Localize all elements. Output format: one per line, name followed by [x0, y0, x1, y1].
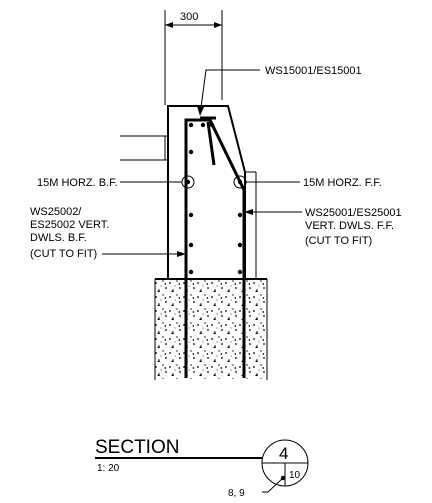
label-vert-ff-line: (CUT TO FIT)	[305, 235, 372, 247]
section-tag: SECTION 1: 20 4 10 8, 9	[95, 437, 309, 499]
rebar-dot	[188, 212, 194, 218]
rebar-dot	[188, 269, 194, 275]
section-title: SECTION	[95, 437, 179, 458]
reference-sheets: 8, 9	[228, 488, 245, 499]
leader-vert-ff-arrow	[244, 209, 253, 215]
rebar-dot	[200, 122, 206, 128]
rebar-dot	[209, 122, 215, 128]
top-hook	[206, 121, 216, 166]
horizontal-bar-ff-core	[237, 179, 243, 185]
label-vert-ff-line: VERT. DWLS. F.F.	[305, 220, 394, 232]
dimension-arrow-left	[165, 22, 173, 28]
horizontal-bar-bf-core	[185, 179, 191, 185]
rebar-dot	[237, 242, 243, 248]
label-top-right: WS15001/ES15001	[265, 65, 362, 77]
label-vert-ff-line: WS25001/ES25001	[305, 207, 402, 219]
dimension-group: 300	[164, 10, 223, 105]
labels: WS15001/ES15001 15M HORZ. B.F. 15M HORZ.…	[30, 65, 402, 260]
section-number: 4	[279, 444, 288, 463]
label-vert-bf-line: WS25002/	[30, 206, 82, 218]
label-horz-ff: 15M HORZ. F.F.	[303, 177, 382, 189]
label-vert-bf-line: ES25002 VERT.	[30, 219, 109, 231]
dimension-arrow-right	[214, 22, 222, 28]
section-sheet: 10	[289, 470, 301, 481]
rebar-dot	[237, 212, 243, 218]
label-vert-bf-line: DWLS. B.F.	[30, 232, 87, 244]
footing-concrete	[155, 279, 267, 379]
label-vert-bf-line: (CUT TO FIT)	[30, 248, 97, 260]
leader-top	[199, 69, 260, 116]
wall-outline	[120, 105, 257, 278]
reference-leader	[262, 477, 284, 493]
leaders	[102, 69, 302, 257]
rebar-dot	[188, 122, 194, 128]
rebar-dot	[188, 149, 194, 155]
section-scale: 1: 20	[97, 463, 120, 474]
footing	[154, 278, 268, 380]
rebar	[181, 116, 247, 378]
leader-top-arrow	[197, 106, 204, 116]
vertical-dowel-bars	[184, 118, 246, 378]
dimension-value: 300	[180, 11, 198, 23]
rebar-dot	[188, 242, 194, 248]
leader-vert-bf-arrow	[177, 251, 186, 257]
rebar-dot	[237, 269, 243, 275]
label-horz-bf: 15M HORZ. B.F.	[37, 177, 118, 189]
